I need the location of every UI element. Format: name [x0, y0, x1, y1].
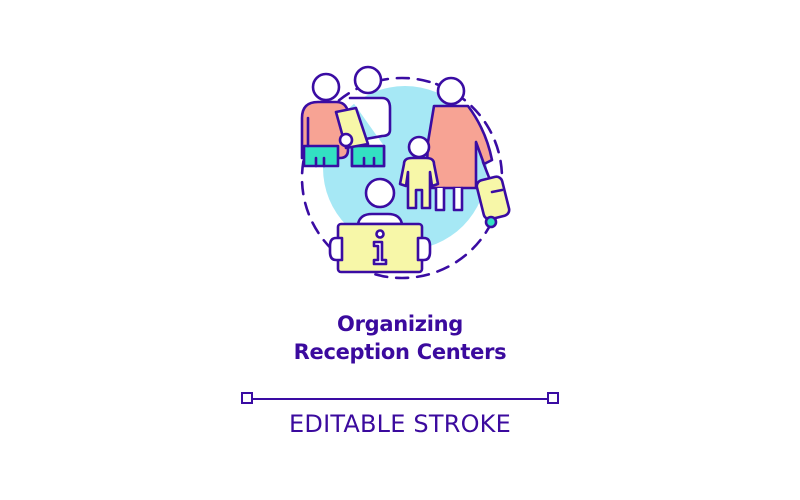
page-title: Organizing Reception Centers [0, 310, 800, 366]
title-line-2: Reception Centers [293, 340, 507, 364]
stroke-handle-left [241, 392, 253, 404]
clipboard-icon [334, 106, 370, 150]
editable-stroke-caption: EDITABLE STROKE [289, 410, 511, 438]
receptionist-icon [328, 177, 432, 274]
child-icon [398, 135, 440, 210]
reception-center-icon [300, 65, 511, 280]
title-line-1: Organizing [337, 312, 463, 336]
editable-stroke-line [241, 392, 559, 404]
man-right-icon [348, 65, 392, 168]
woman-icon [424, 76, 494, 212]
suitcase-icon [475, 160, 511, 229]
stroke-handle-right [547, 392, 559, 404]
info-icon [372, 229, 388, 266]
